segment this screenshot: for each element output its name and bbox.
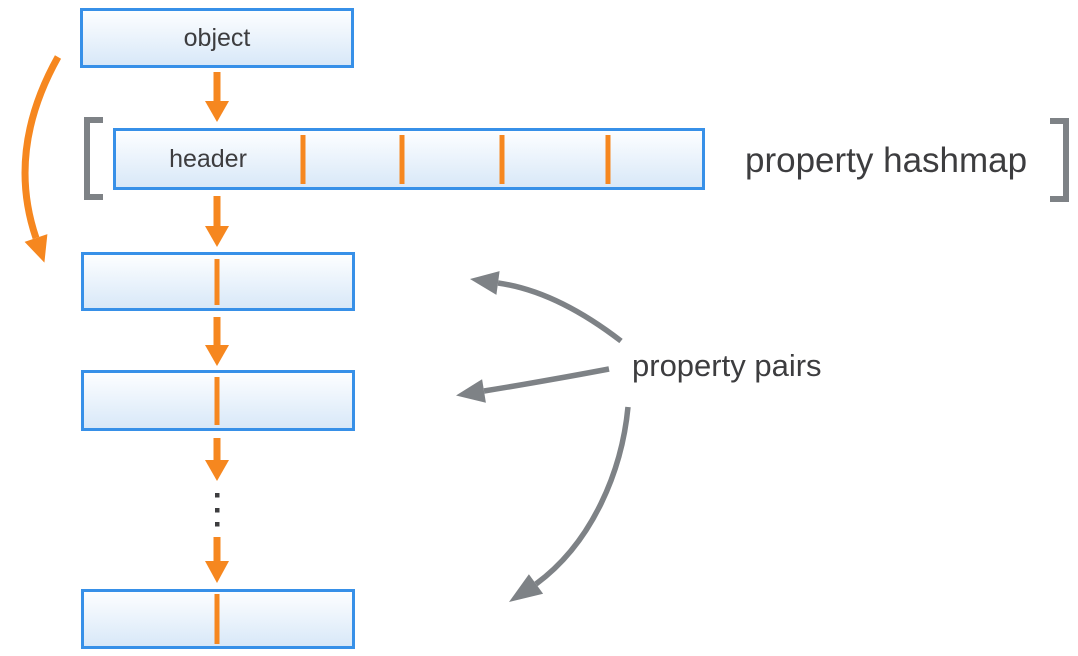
arrow-head	[509, 574, 544, 602]
arrow-head	[205, 226, 229, 247]
arrow-object-to-pair1-curved	[21, 55, 62, 263]
arrow-head	[470, 271, 500, 295]
arrow-ellipsis-to-pair3	[205, 537, 229, 583]
arrow-head	[456, 379, 486, 403]
arrow-shaft	[483, 366, 610, 394]
gray-arrow-to-pair1	[470, 271, 623, 344]
arrow-head	[205, 345, 229, 366]
arrow-header-to-pair1	[205, 196, 229, 247]
arrow-shaft	[21, 55, 62, 240]
dot	[215, 522, 220, 527]
ellipsis-dots	[215, 493, 220, 527]
arrow-head	[205, 460, 229, 481]
arrow-head	[205, 101, 229, 122]
arrow-head	[24, 234, 48, 263]
arrow-shaft	[534, 406, 631, 587]
dot	[215, 493, 220, 498]
arrow-pair2-to-ellipsis	[205, 438, 229, 481]
object-box-label: object	[183, 23, 251, 52]
property-pair-box-3	[81, 589, 355, 649]
gray-arrow-to-pair3	[509, 406, 631, 602]
property-pairs-label: property pairs	[632, 348, 822, 383]
property-pair-box-2	[81, 370, 355, 431]
property-hashmap-label: property hashmap	[745, 141, 1028, 180]
hashmap-header-label: header	[169, 144, 247, 173]
arrow-object-to-header	[205, 72, 229, 122]
property-pair-box-1	[81, 252, 355, 311]
arrow-shaft	[497, 280, 623, 344]
object-box	[80, 8, 354, 68]
left-bracket	[84, 117, 103, 200]
right-bracket	[1050, 118, 1069, 202]
arrow-pair1-to-pair2	[205, 317, 229, 366]
gray-arrow-to-pair2	[456, 366, 610, 403]
dot	[215, 508, 220, 513]
arrow-head	[205, 561, 229, 583]
